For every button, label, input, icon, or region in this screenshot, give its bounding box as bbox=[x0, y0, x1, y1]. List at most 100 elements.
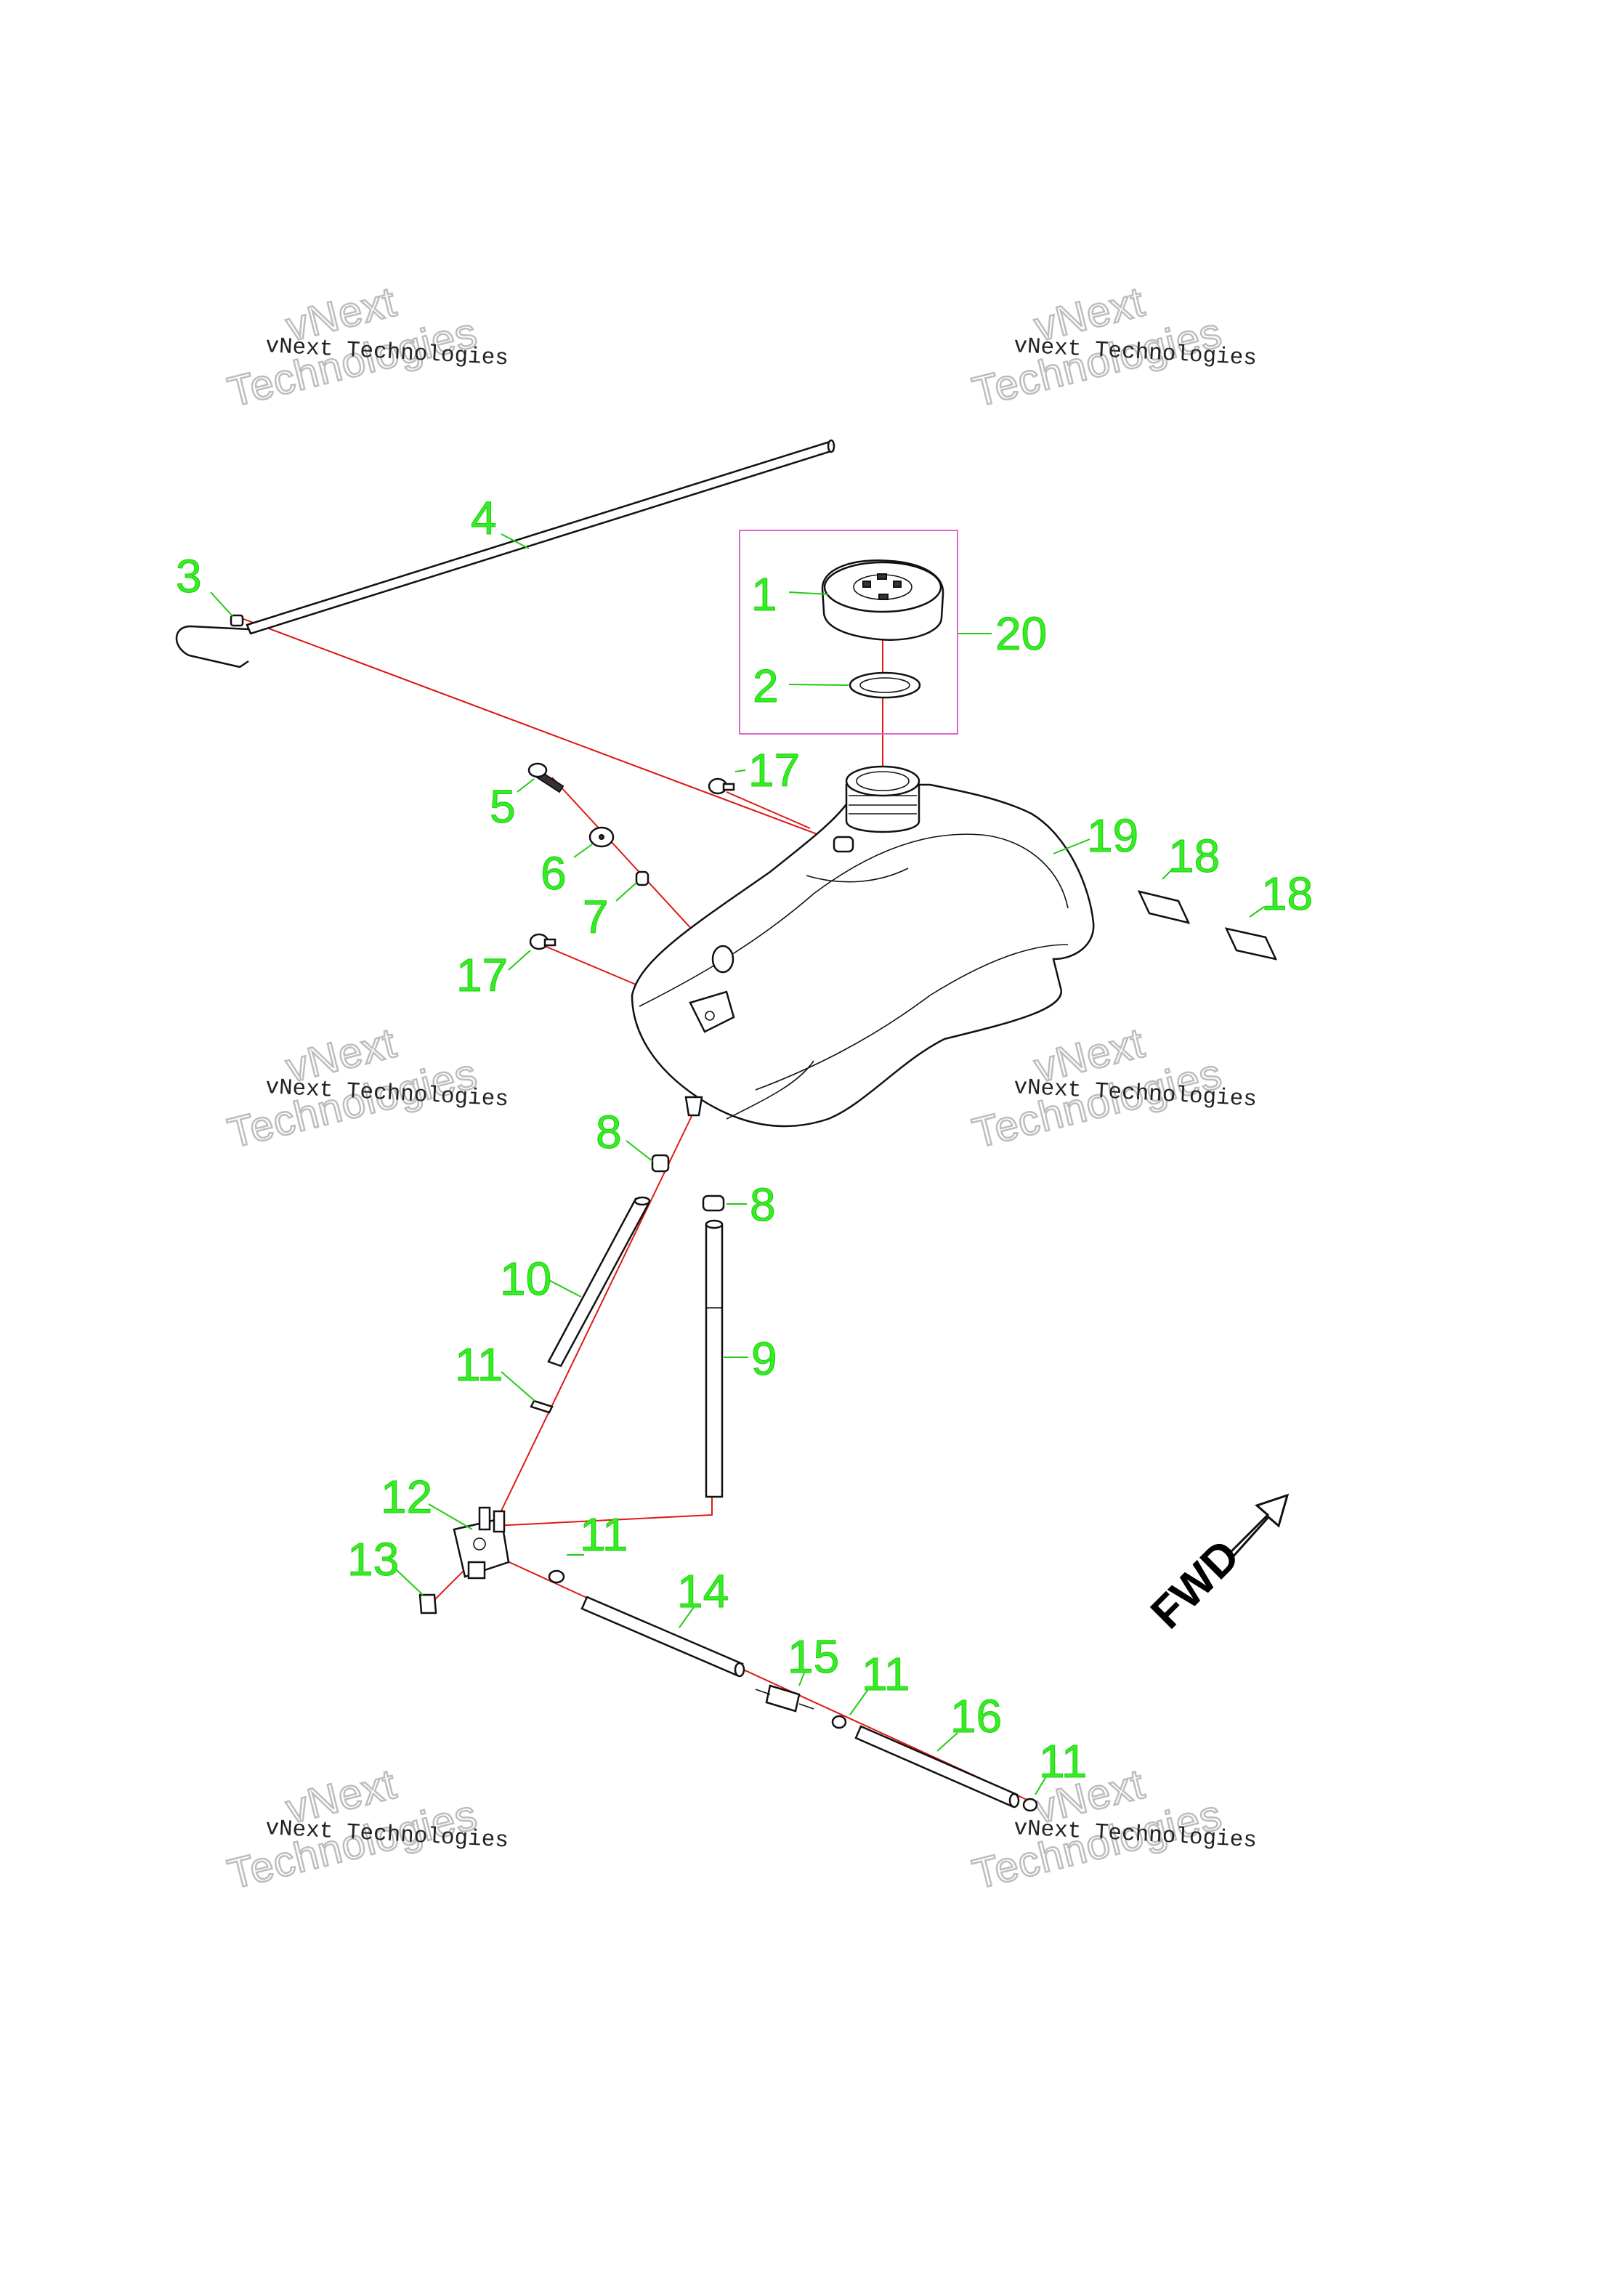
filter-outlet bbox=[798, 1703, 814, 1710]
callout-10: 10 bbox=[500, 1253, 551, 1305]
leader-5 bbox=[517, 778, 535, 793]
callout-14: 14 bbox=[677, 1565, 729, 1617]
clip-body bbox=[530, 1399, 554, 1414]
hose-body bbox=[705, 1223, 724, 1498]
watermark-bottom-left: vNext Technologies vNext Technologies bbox=[222, 1759, 509, 1899]
bolt-shank bbox=[722, 783, 735, 791]
part-fuel-valve bbox=[453, 1506, 510, 1580]
part-clip-11c bbox=[831, 1715, 847, 1729]
hose-body bbox=[547, 1197, 650, 1367]
tank-body bbox=[631, 783, 1095, 1128]
part-clamp-8a bbox=[651, 1154, 670, 1173]
leader-16 bbox=[936, 1732, 958, 1752]
part-bolt-13 bbox=[418, 1593, 437, 1614]
vent-tube-end bbox=[827, 439, 835, 453]
leader-17b bbox=[508, 950, 531, 971]
washer-hole bbox=[599, 834, 604, 840]
clip-body bbox=[548, 1569, 565, 1584]
callout-19: 19 bbox=[1087, 809, 1138, 862]
watermark-middle-right: vNext Technologies vNext Technologies bbox=[967, 1018, 1258, 1158]
leader-11c bbox=[849, 1689, 869, 1715]
watermark-middle-left: vNext Technologies vNext Technologies bbox=[222, 1018, 509, 1158]
part-clip-11b bbox=[548, 1569, 565, 1584]
bolt-head bbox=[418, 1593, 437, 1614]
kit-box-cap-assembly bbox=[739, 530, 958, 735]
hose-end bbox=[1008, 1792, 1020, 1808]
tank-mount-boss bbox=[711, 945, 734, 974]
part-clip-3 bbox=[230, 614, 244, 627]
tank-crease-top bbox=[806, 868, 909, 883]
leader-19 bbox=[1053, 838, 1090, 854]
part-hose-14 bbox=[580, 1596, 745, 1678]
part-clamp-8b bbox=[702, 1195, 725, 1212]
callout-8b: 8 bbox=[750, 1179, 776, 1231]
clamp-body bbox=[651, 1154, 670, 1173]
assembly-line-vent bbox=[239, 617, 822, 836]
tank-mount-hole bbox=[705, 1011, 715, 1021]
clamp-body bbox=[702, 1195, 725, 1212]
callout-4: 4 bbox=[471, 492, 497, 544]
leader-4 bbox=[501, 533, 530, 549]
bolt-shank bbox=[543, 938, 556, 947]
spacer-body bbox=[635, 870, 649, 886]
part-hose-16 bbox=[854, 1725, 1020, 1808]
part-decal-18b bbox=[1224, 927, 1278, 961]
hose-end bbox=[705, 1219, 724, 1229]
part-decal-18a bbox=[1137, 890, 1191, 924]
part-bolt-17a bbox=[708, 777, 735, 795]
part-gasket bbox=[849, 671, 921, 699]
clip-body bbox=[831, 1715, 847, 1729]
vent-tube-body bbox=[246, 440, 835, 635]
tank-vent-nipple bbox=[833, 836, 854, 853]
forward-direction-indicator: FWD bbox=[1141, 1493, 1290, 1638]
leader-11d bbox=[1035, 1776, 1047, 1795]
leader-8a bbox=[626, 1140, 653, 1162]
gasket-inner bbox=[859, 677, 910, 693]
assembly-line-bolt-17a bbox=[726, 791, 811, 829]
callout-16: 16 bbox=[950, 1690, 1002, 1742]
callout-6: 6 bbox=[541, 847, 567, 900]
valve-port bbox=[473, 1537, 486, 1551]
callout-11a: 11 bbox=[455, 1338, 503, 1391]
callout-18a: 18 bbox=[1168, 830, 1220, 882]
clip-body bbox=[1022, 1798, 1038, 1812]
valve-lever bbox=[467, 1561, 486, 1580]
callout-3: 3 bbox=[176, 550, 202, 602]
leader-7 bbox=[615, 882, 637, 902]
callout-1: 1 bbox=[751, 568, 777, 621]
callout-17a: 17 bbox=[748, 744, 800, 796]
callout-11c: 11 bbox=[862, 1648, 910, 1700]
part-clip-11d bbox=[1022, 1798, 1038, 1812]
leader-12 bbox=[428, 1503, 473, 1530]
watermark-top-right: vNext Technologies vNext Technologies bbox=[967, 277, 1258, 417]
assembly-line-hose-10 bbox=[493, 1111, 695, 1527]
callouts: 1 2 3 4 5 6 7 8 8 9 10 11 12 13 11 14 15… bbox=[176, 492, 1314, 1788]
cap-top bbox=[823, 561, 942, 613]
valve-inlet bbox=[478, 1506, 491, 1531]
callout-13: 13 bbox=[347, 1533, 399, 1585]
callout-11d: 11 bbox=[1039, 1735, 1087, 1787]
part-fuel-cap bbox=[821, 559, 944, 641]
watermark-top-left: vNext Technologies vNext Technologies bbox=[222, 277, 509, 417]
callout-7: 7 bbox=[583, 891, 609, 943]
vent-tube-bend bbox=[175, 625, 249, 668]
callout-18b: 18 bbox=[1261, 868, 1313, 920]
clip-body bbox=[230, 614, 244, 627]
cap-slot bbox=[862, 581, 871, 588]
part-clip-11a bbox=[530, 1399, 554, 1414]
gasket-outer bbox=[849, 671, 921, 699]
part-fuel-tank bbox=[631, 765, 1095, 1128]
forward-label: FWD bbox=[1141, 1530, 1250, 1638]
part-washer-6 bbox=[588, 826, 615, 848]
leader-6 bbox=[573, 844, 593, 858]
leader-15 bbox=[798, 1670, 806, 1686]
leader-18a bbox=[1162, 868, 1174, 880]
part-bolt-5 bbox=[527, 762, 564, 793]
part-vent-tube bbox=[175, 439, 835, 668]
callout-5: 5 bbox=[490, 780, 516, 833]
cap-slot bbox=[878, 594, 889, 600]
leader-2 bbox=[788, 684, 849, 686]
tank-filler-neck bbox=[845, 783, 920, 833]
tank-filler-inner bbox=[856, 771, 910, 791]
